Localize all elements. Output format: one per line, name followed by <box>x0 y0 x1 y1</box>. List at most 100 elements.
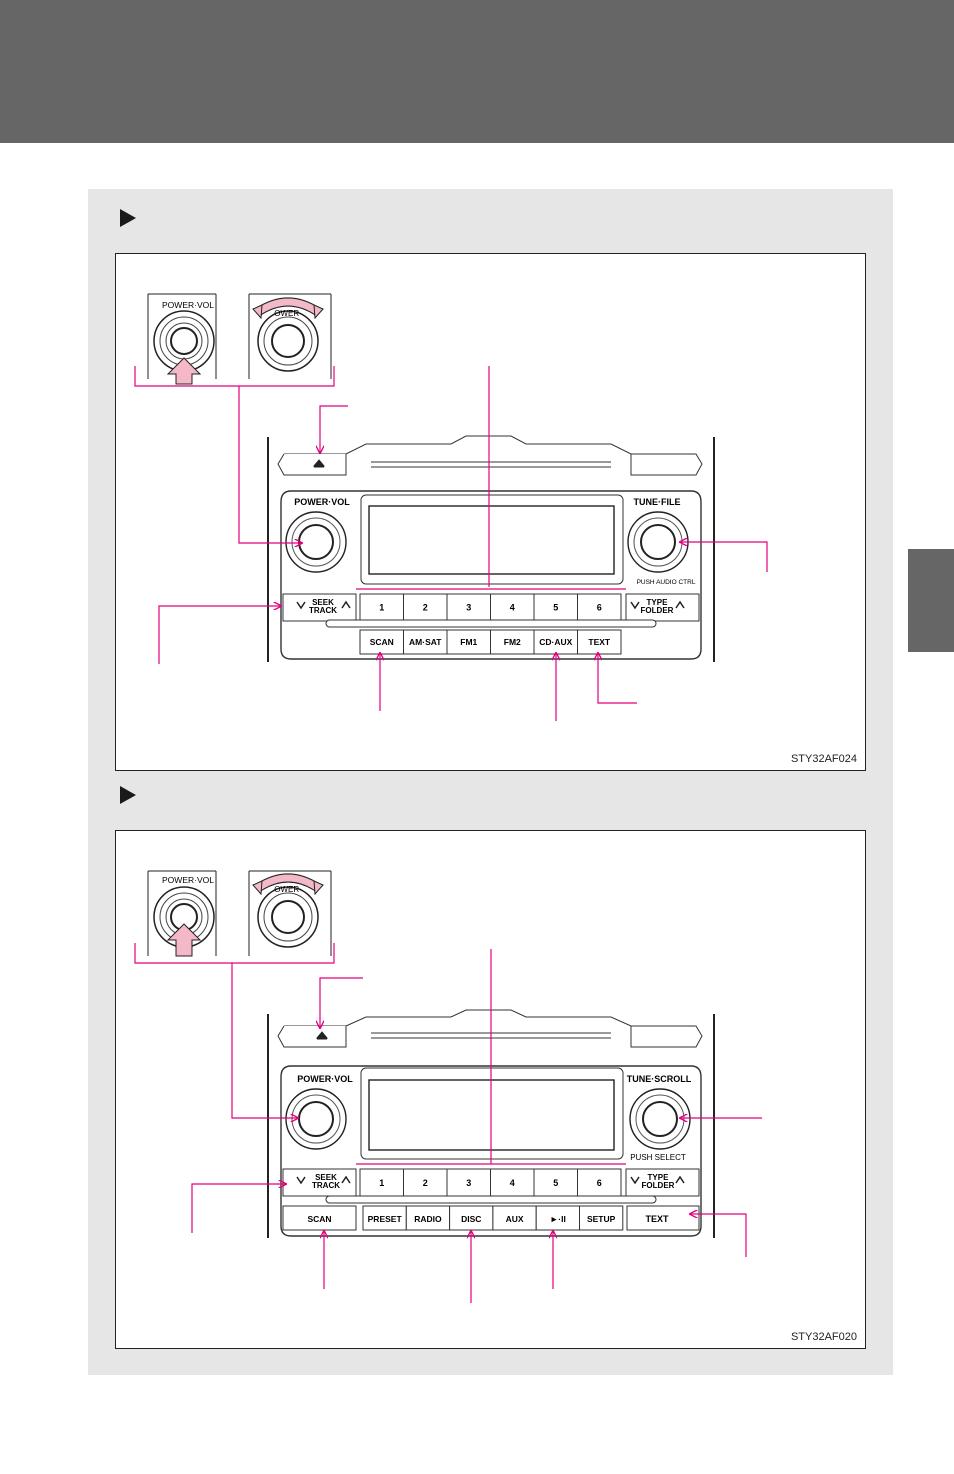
chevron-up-icon <box>341 600 351 609</box>
chevron-down-icon <box>296 601 306 610</box>
preset-button-a-1[interactable]: 1 <box>359 593 404 621</box>
tune-scroll-knob[interactable] <box>629 1088 691 1150</box>
preset-button-b-2[interactable]: 2 <box>403 1168 448 1197</box>
bottom-buttons-b: SCAN PRESET RADIO DISC AUX ►·II SETUP <box>282 1205 624 1231</box>
section-tab <box>908 549 954 652</box>
press-arrow-icon <box>166 923 202 957</box>
preset-button-b-1[interactable]: 1 <box>359 1168 404 1197</box>
bottom-button-a-6[interactable]: TEXT <box>577 629 622 655</box>
chevron-down-icon <box>630 601 640 610</box>
bottom-button-a-2[interactable]: AM·SAT <box>403 629 448 655</box>
preset-button-a-4[interactable]: 4 <box>490 593 535 621</box>
power-vol-knob-b[interactable] <box>285 1088 347 1150</box>
type-folder-button-b[interactable]: TYPE FOLDER <box>625 1168 700 1197</box>
bottom-button-b-3[interactable]: RADIO <box>405 1205 451 1231</box>
power-vol-label-b: POWER·VOL <box>297 1074 353 1084</box>
seek-track-button-b[interactable]: SEEK TRACK <box>282 1168 357 1197</box>
chevron-up-icon <box>675 1175 685 1184</box>
bottom-button-b-label: PRESET <box>368 1214 403 1224</box>
power-vol-label: POWER·VOL <box>294 497 350 507</box>
figure-panel-a: POWER·VOL OWER· POWER·VOL TUNE·FILE <box>115 253 866 771</box>
preset-button-a-label: 4 <box>510 602 515 612</box>
detail-knob-label-a: POWER·VOL <box>162 300 214 310</box>
eject-icon[interactable] <box>315 1031 329 1040</box>
preset-button-a-2[interactable]: 2 <box>403 593 448 621</box>
bottom-button-b-1[interactable]: SCAN <box>282 1205 357 1231</box>
preset-button-a-label: 6 <box>597 602 602 612</box>
figure-code-a: STY32AF024 <box>790 753 857 765</box>
push-select-label: PUSH SELECT <box>630 1153 686 1162</box>
preset-button-b-4[interactable]: 4 <box>490 1168 535 1197</box>
bottom-button-b-5[interactable]: AUX <box>492 1205 537 1231</box>
bottom-button-a-4[interactable]: FM2 <box>490 629 535 655</box>
type-folder-button[interactable]: TYPE FOLDER <box>625 593 700 622</box>
bottom-buttons-a: SCAN AM·SAT FM1 FM2 CD·AUX TEXT <box>359 629 622 655</box>
preset-button-b-label: 6 <box>597 1178 602 1188</box>
bottom-button-b-label: SETUP <box>587 1214 616 1224</box>
figure-code-b: STY32AF020 <box>790 1331 857 1343</box>
bottom-button-b-6[interactable]: ►·II <box>535 1205 581 1231</box>
tune-file-knob[interactable] <box>627 511 689 573</box>
preset-button-b-label: 1 <box>379 1178 384 1188</box>
preset-button-b-label: 4 <box>510 1178 515 1188</box>
turn-arrow-icon <box>252 304 324 320</box>
chevron-up-icon <box>675 600 685 609</box>
preset-button-a-label: 1 <box>379 602 384 612</box>
figure-panel-b: POWER·VOL OWER· POWER·VOL TUNE·SCROLL <box>115 830 866 1349</box>
preset-button-a-label: 3 <box>466 602 471 612</box>
text-button-label: TEXT <box>645 1214 669 1224</box>
cd-slot-b <box>277 1009 703 1048</box>
power-vol-turn-detail: OWER· <box>248 293 332 379</box>
preset-button-a-6[interactable]: 6 <box>577 593 622 621</box>
bottom-button-a-label: CD·AUX <box>539 637 572 647</box>
bottom-button-b-2[interactable]: PRESET <box>362 1205 407 1231</box>
track-label: TRACK <box>309 606 337 615</box>
track-label-b: TRACK <box>312 1181 340 1190</box>
preset-button-b-label: 2 <box>423 1178 428 1188</box>
bottom-button-b-7[interactable]: SETUP <box>579 1205 624 1231</box>
preset-button-b-5[interactable]: 5 <box>533 1168 578 1197</box>
section-marker-b-icon <box>120 786 136 804</box>
power-vol-press-detail: POWER·VOL <box>147 293 217 385</box>
eject-icon[interactable] <box>312 459 326 468</box>
chevron-down-icon <box>296 1176 306 1185</box>
bottom-button-b-label: DISC <box>461 1214 481 1224</box>
power-vol-press-detail-b: POWER·VOL <box>147 870 217 957</box>
turn-arrow-icon <box>252 880 324 896</box>
folder-label-b: FOLDER <box>642 1181 675 1190</box>
text-button-b[interactable]: TEXT <box>626 1205 700 1231</box>
bottom-button-a-3[interactable]: FM1 <box>446 629 491 655</box>
folder-label: FOLDER <box>641 606 674 615</box>
type-label-b: TYPE <box>648 1173 670 1182</box>
type-label: TYPE <box>647 598 669 607</box>
push-audio-ctrl-label: PUSH AUDIO CTRL <box>637 579 696 586</box>
header-bar <box>0 0 954 143</box>
section-marker-a-icon <box>120 209 136 227</box>
chevron-down-icon <box>630 1176 640 1185</box>
preset-button-b-6[interactable]: 6 <box>577 1168 622 1197</box>
preset-button-a-5[interactable]: 5 <box>533 593 578 621</box>
bottom-button-a-1[interactable]: SCAN <box>359 629 404 655</box>
preset-button-b-3[interactable]: 3 <box>446 1168 491 1197</box>
tune-file-label: TUNE·FILE <box>634 497 681 507</box>
seek-label: SEEK <box>312 598 334 607</box>
power-vol-turn-detail-b: OWER· <box>248 870 332 956</box>
bottom-button-b-4[interactable]: DISC <box>449 1205 494 1231</box>
power-vol-knob[interactable] <box>285 511 347 573</box>
chevron-up-icon <box>341 1175 351 1184</box>
preset-button-b-label: 3 <box>466 1178 471 1188</box>
bottom-button-a-label: TEXT <box>588 637 611 647</box>
bottom-button-a-label: FM1 <box>460 637 477 647</box>
bottom-button-a-5[interactable]: CD·AUX <box>533 629 578 655</box>
detail-knob-label-b2: OWER· <box>274 885 302 894</box>
cd-slot <box>277 435 703 476</box>
bottom-button-a-label: FM2 <box>504 637 521 647</box>
seek-label-b: SEEK <box>315 1173 337 1182</box>
preset-button-a-3[interactable]: 3 <box>446 593 491 621</box>
tune-scroll-label: TUNE·SCROLL <box>627 1074 692 1084</box>
seek-track-button[interactable]: SEEK TRACK <box>282 593 357 622</box>
bottom-button-b-label: ►·II <box>550 1214 566 1224</box>
bottom-button-a-label: AM·SAT <box>409 637 442 647</box>
preset-button-b-label: 5 <box>553 1178 558 1188</box>
bottom-button-b-label: RADIO <box>414 1214 442 1224</box>
